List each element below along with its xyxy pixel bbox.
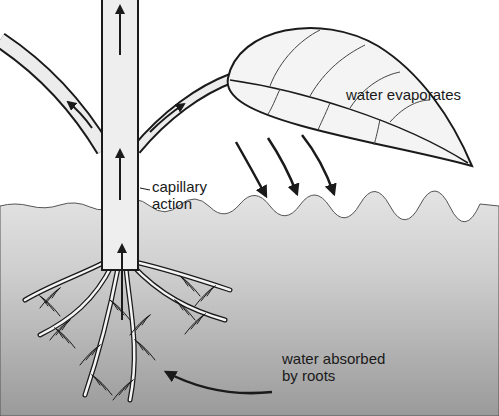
capillary-label: capillary action xyxy=(152,178,222,212)
flow-arrow xyxy=(119,6,121,55)
root-hair xyxy=(80,345,100,365)
root-hair xyxy=(56,320,70,335)
root-hair xyxy=(135,340,155,360)
branch xyxy=(0,40,104,150)
flow-arrow xyxy=(150,104,184,132)
root-hair xyxy=(195,286,215,306)
absorption-label: water absorbed by roots xyxy=(282,350,400,384)
roots xyxy=(25,262,230,400)
root-hair xyxy=(113,380,133,400)
stem xyxy=(102,0,138,270)
root-hair xyxy=(175,300,195,320)
flow-arrow xyxy=(68,102,92,128)
flow-arrow xyxy=(121,245,123,320)
root-hair xyxy=(135,340,149,355)
leader-line xyxy=(140,188,150,190)
root-hair xyxy=(46,288,60,303)
evaporation-arrows xyxy=(236,135,334,196)
root-hair xyxy=(86,345,100,360)
root-hair xyxy=(55,328,75,348)
soil xyxy=(0,191,499,416)
root-hair xyxy=(201,286,215,301)
root-hair xyxy=(130,315,150,335)
root-hair xyxy=(185,314,205,334)
root-hair xyxy=(92,375,106,390)
root-hair xyxy=(55,328,69,343)
root-hair xyxy=(40,296,54,311)
absorption-arrow xyxy=(166,372,272,393)
root-hair xyxy=(180,276,200,296)
root-hair xyxy=(175,300,189,315)
evaporation-label: water evaporates xyxy=(346,86,491,103)
flow-arrow xyxy=(119,150,121,200)
root-hair xyxy=(191,314,205,329)
root-hair xyxy=(92,375,112,395)
leaf-stalk xyxy=(136,78,232,150)
root-hair xyxy=(40,296,60,316)
root-hair xyxy=(50,320,70,340)
root-hair xyxy=(136,315,150,330)
root-hair xyxy=(119,380,133,395)
root-hair xyxy=(110,300,130,320)
root-hair xyxy=(180,276,194,291)
